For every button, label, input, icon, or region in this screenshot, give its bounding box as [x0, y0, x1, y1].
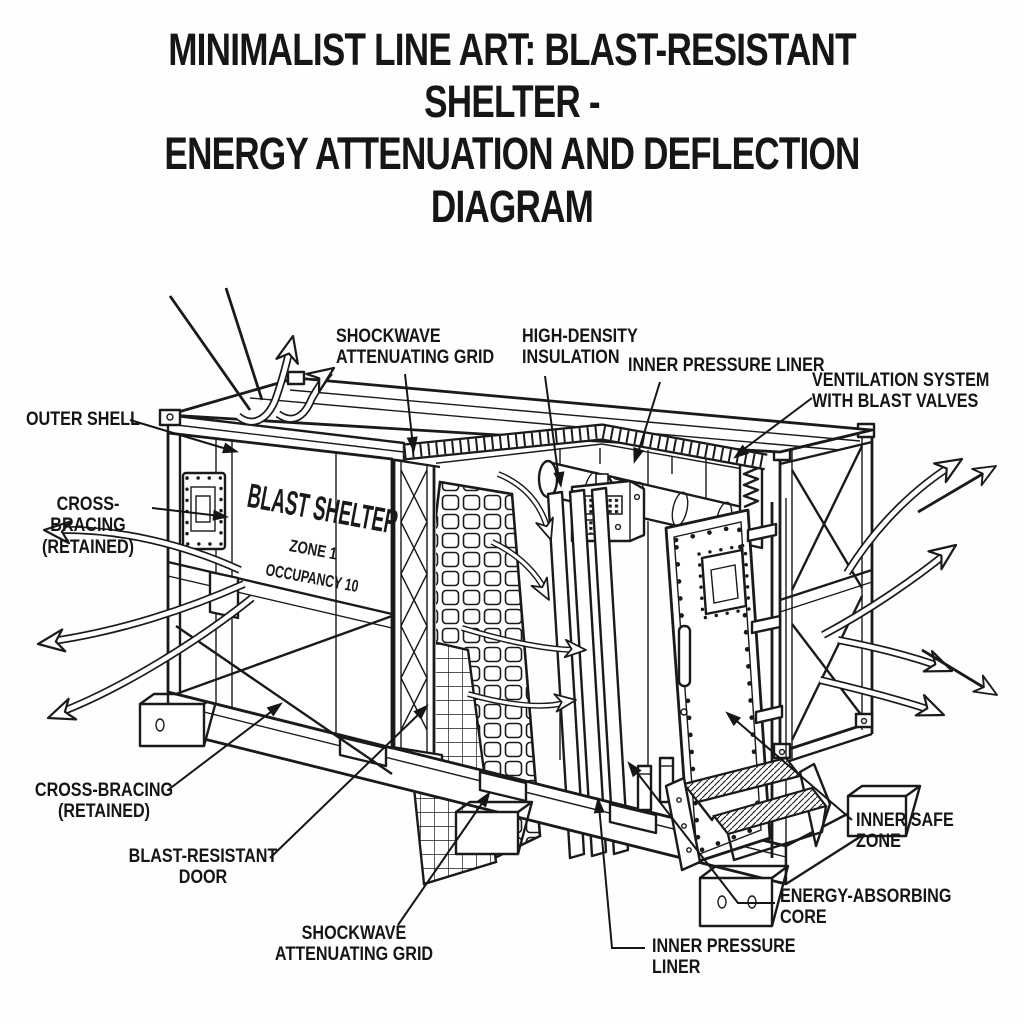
- door-hinge: [754, 704, 784, 725]
- label-high-density-insulation: HIGH-DENSITY INSULATION: [522, 326, 638, 369]
- page-title-line1: MINIMALIST LINE ART: BLAST-RESISTANT SHE…: [168, 24, 856, 128]
- interior-energy-arrows: [461, 471, 588, 713]
- label-shockwave-grid-bottom: SHOCKWAVE ATTENUATING GRID: [274, 923, 434, 966]
- entry-steps: [664, 756, 832, 872]
- foot-block: [454, 800, 534, 856]
- label-outer-shell: OUTER SHELL: [26, 409, 140, 430]
- door-handle: [677, 624, 692, 688]
- left-deflection-arrows: [35, 517, 255, 730]
- right-deflection-arrows: [819, 448, 1003, 727]
- page-title: MINIMALIST LINE ART: BLAST-RESISTANT SHE…: [113, 24, 912, 233]
- door-hinge: [746, 522, 778, 543]
- wall-access-plate: [181, 471, 227, 551]
- page-title-line2: ENERGY ATTENUATION AND DEFLECTION DIAGRA…: [164, 128, 860, 232]
- label-blast-resistant-door: BLAST-RESISTANT DOOR: [128, 846, 278, 889]
- leader-lines: [129, 373, 853, 949]
- label-inner-pressure-liner-bottom: INNER PRESSURE LINER: [652, 936, 796, 979]
- insulation-layers: [546, 486, 630, 860]
- right-end-wall: [772, 422, 876, 766]
- label-ventilation-system: VENTILATION SYSTEM WITH BLAST VALVES: [812, 370, 990, 413]
- incoming-blast-rays: [168, 287, 264, 411]
- label-cross-bracing-lower: CROSS-BRACING (RETAINED): [34, 780, 174, 823]
- roof-deflection-arrows: [235, 332, 342, 426]
- label-shockwave-grid-top: SHOCKWAVE ATTENUATING GRID: [336, 326, 495, 369]
- outer-shell-wall: [166, 431, 394, 775]
- label-inner-pressure-liner-top: INNER PRESSURE LINER: [628, 355, 825, 376]
- label-energy-absorbing-core: ENERGY-ABSORBING CORE: [780, 886, 952, 929]
- label-cross-bracing-upper: CROSS-BRACING (RETAINED): [41, 494, 135, 558]
- truss-column: [384, 457, 444, 774]
- label-inner-safe-zone: INNER SAFE ZONE: [856, 810, 954, 853]
- foot-block: [698, 864, 790, 928]
- door-hinge: [750, 614, 782, 635]
- roof-grid-strip: [403, 423, 768, 471]
